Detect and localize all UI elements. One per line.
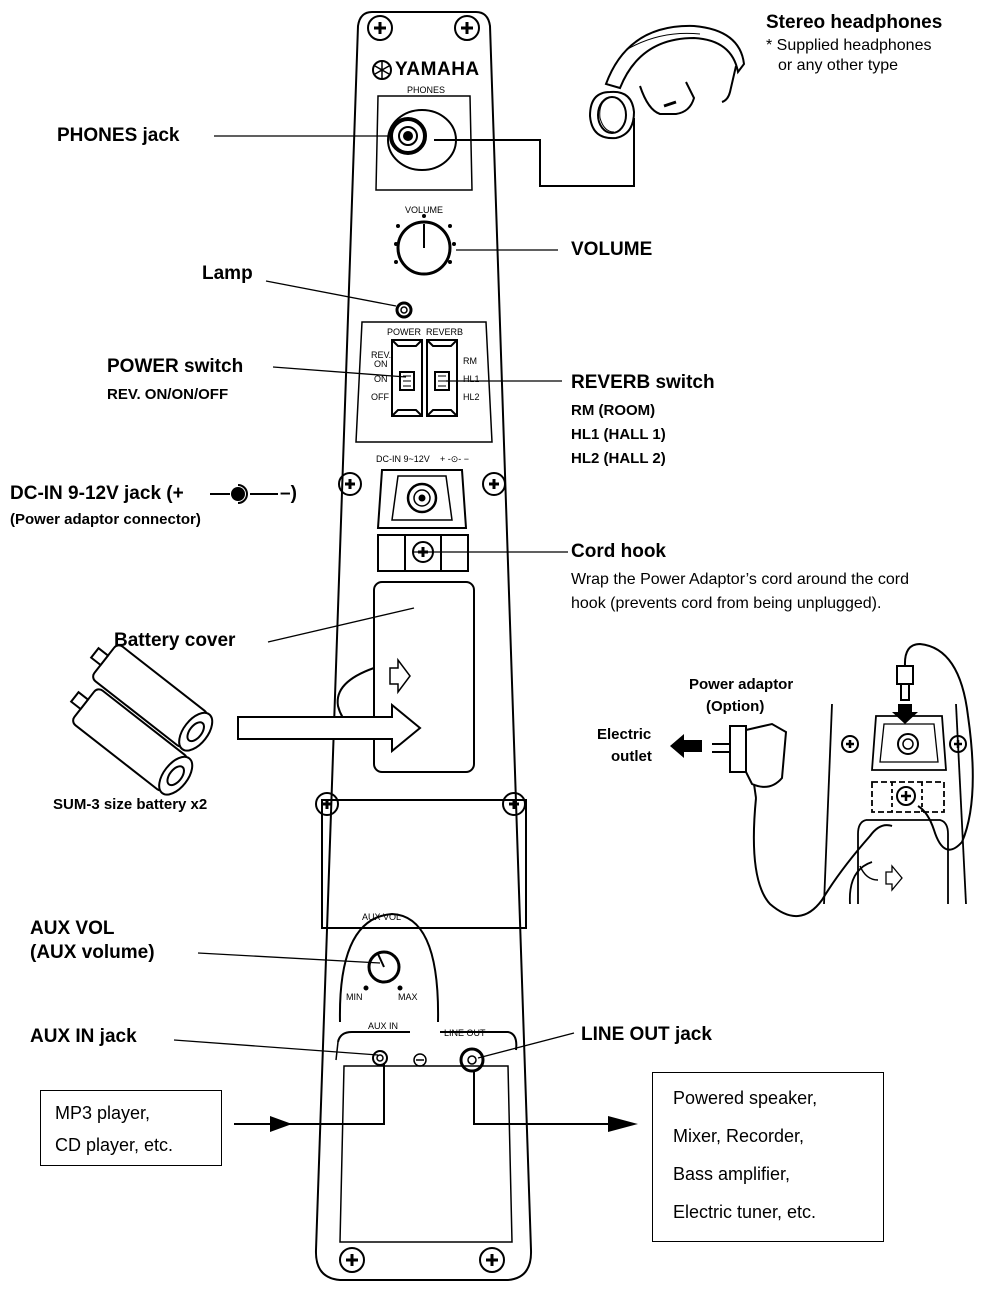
power-adaptor-label: Power adaptor [689, 676, 794, 693]
panel-phones-label: PHONES [407, 85, 446, 95]
phones-jack-label: PHONES jack [57, 125, 180, 146]
insert-arrow-icon [237, 702, 422, 754]
headphones-icon [588, 24, 746, 140]
label-plate [321, 799, 527, 929]
dc-jack-icon [406, 482, 438, 514]
output-device-line2: Mixer, Recorder, [673, 1126, 805, 1146]
panel-aux-vol-label: AUX VOL [362, 912, 402, 922]
device-body [314, 11, 533, 1281]
battery-cover-label: Battery cover [114, 630, 236, 651]
panel-on-label: ON [374, 374, 388, 384]
reverb-mode-hl2: HL2 (HALL 2) [571, 450, 666, 467]
output-device-line3: Bass amplifier, [673, 1164, 791, 1184]
aux-vol-knob-icon [363, 950, 403, 991]
switch-recess [355, 321, 493, 443]
power-switch [391, 339, 423, 417]
inset-cord-loop [903, 642, 974, 851]
dc-jack-block [376, 469, 468, 529]
dc-in-jack-label-end: –) [280, 483, 297, 504]
power-switch-modes: REV. ON/ON/OFF [107, 386, 229, 403]
lamp-label: Lamp [202, 263, 253, 284]
power-adaptor-connector-label: (Power adaptor connector) [10, 511, 201, 528]
panel-hl1-label: HL1 [463, 374, 480, 384]
slide-arrow-icon [389, 657, 411, 695]
leader-lines [173, 135, 575, 1059]
volume-label: VOLUME [571, 239, 653, 260]
battery-label: SUM-3 size battery x2 [53, 796, 208, 813]
electric-outlet-label-2: outlet [611, 748, 652, 765]
electric-outlet-label-1: Electric [597, 726, 652, 743]
input-device-box: MP3 player, CD player, etc. [40, 1090, 222, 1166]
cord-hook-note-line2: hook (prevents cord from being unplugged… [571, 595, 882, 612]
power-switch-label: POWER switch [107, 356, 244, 377]
aux-line-panel [337, 1031, 518, 1051]
dc-in-jack-label: DC-IN 9-12V jack (+ [10, 483, 184, 504]
cord-hook-label: Cord hook [571, 541, 666, 562]
input-signal-line [234, 1063, 385, 1125]
phones-recess [375, 95, 473, 191]
panel-min-label: MIN [346, 992, 363, 1002]
aux-vol-label: AUX VOL [30, 918, 115, 939]
yamaha-logo-icon [372, 60, 392, 80]
panel-line-out-label: LINE OUT [444, 1028, 486, 1038]
reverb-switch-label: REVERB switch [571, 372, 715, 393]
aux-in-jack-label: AUX IN jack [30, 1026, 137, 1047]
cord-hook-note-line1: Wrap the Power Adaptor’s cord around the… [571, 571, 909, 588]
panel-aux-in-label: AUX IN [368, 1021, 399, 1031]
reverb-switch [426, 339, 458, 417]
inset-screw-icons [841, 735, 967, 753]
outlet-arrow-icon [670, 734, 702, 758]
plug-in-arrow-icon [892, 704, 918, 724]
panel-rm-label: RM [463, 356, 477, 366]
battery-icons [69, 644, 214, 796]
reverb-mode-rm: RM (ROOM) [571, 402, 656, 419]
brand-logo-text: YAMAHA [395, 59, 480, 80]
panel-dc-polarity: + -⊙- − [440, 454, 470, 464]
output-device-line1: Powered speaker, [673, 1088, 818, 1108]
stereo-headphones-title: Stereo headphones [766, 12, 943, 33]
panel-reverb-label: REVERB [426, 327, 464, 337]
headphones-note-line2: or any other type [778, 57, 899, 74]
lamp-icon [395, 301, 413, 319]
aux-vol-hood [338, 912, 440, 1023]
input-arrow-head [270, 1116, 292, 1132]
line-out-jack-icon [459, 1047, 485, 1073]
headphones-note-line1: * Supplied headphones [766, 37, 932, 54]
panel-rev-on-label: ON [374, 359, 388, 369]
output-device-line4: Electric tuner, etc. [673, 1202, 817, 1222]
panel-dc-in-label: DC-IN 9~12V [376, 454, 430, 464]
panel-max-label: MAX [398, 992, 418, 1002]
input-device-line1: MP3 player, [55, 1103, 151, 1123]
battery-cover [373, 581, 475, 773]
panel-off-label: OFF [371, 392, 389, 402]
panel-volume-label: VOLUME [405, 205, 444, 215]
panel-power-label: POWER [387, 327, 422, 337]
aux-in-jack-icon [372, 1050, 388, 1066]
aux-vol-sub-label: (AUX volume) [30, 942, 155, 963]
dc-polarity-icon [210, 484, 278, 504]
panel-hl2-label: HL2 [463, 392, 480, 402]
output-device-box: Powered speaker, Mixer, Recorder, Bass a… [652, 1072, 884, 1242]
output-arrow-head [608, 1116, 638, 1132]
volume-knob-icon [394, 214, 456, 276]
dc-plug-icon [896, 665, 914, 701]
panel-rev-label: REV. [371, 350, 392, 360]
power-adaptor-option: (Option) [706, 698, 765, 715]
reverb-mode-hl1: HL1 (HALL 1) [571, 426, 666, 443]
output-signal-line [473, 1071, 610, 1125]
cord-hook-block [377, 534, 469, 572]
headphone-cable [434, 118, 635, 187]
ground-screw-icon [413, 1053, 427, 1067]
bottom-recess [339, 1065, 513, 1243]
input-device-line2: CD player, etc. [55, 1135, 174, 1155]
adaptor-cord [752, 797, 893, 918]
line-out-jack-label: LINE OUT jack [581, 1024, 712, 1045]
power-adaptor-icon [712, 722, 788, 799]
inset-panel [823, 703, 967, 905]
